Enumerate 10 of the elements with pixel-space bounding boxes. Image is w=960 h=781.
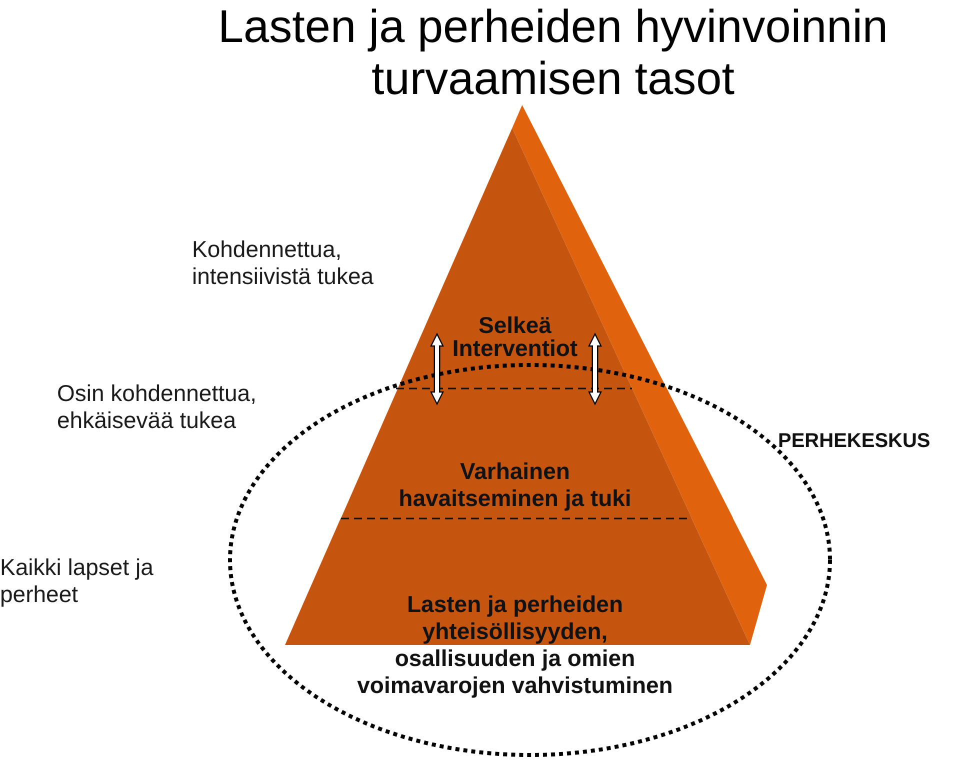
- side-label: Osin kohdennettua, ehkäisevää tukea: [57, 380, 258, 434]
- side-label: Kaikki lapset ja perheet: [0, 554, 154, 608]
- tier-label: Selkeä Interventiot: [451, 314, 579, 360]
- tier-label: Varhainen havaitseminen ja tuki: [398, 458, 632, 512]
- title: Lasten ja perheiden hyvinvoinnin turvaamisen tasot: [216, 0, 890, 104]
- double-headed-arrow: [588, 332, 602, 406]
- ellipse-label: PERHEKESKUS: [778, 430, 930, 453]
- side-label: Kohdennettua, intensiivistä tukea: [192, 236, 375, 290]
- tier-label: Lasten ja perheiden yhteisöllisyyden, osallisuuden ja omien voimavarojen vahvistuminen: [356, 591, 674, 699]
- double-headed-arrow: [430, 332, 444, 406]
